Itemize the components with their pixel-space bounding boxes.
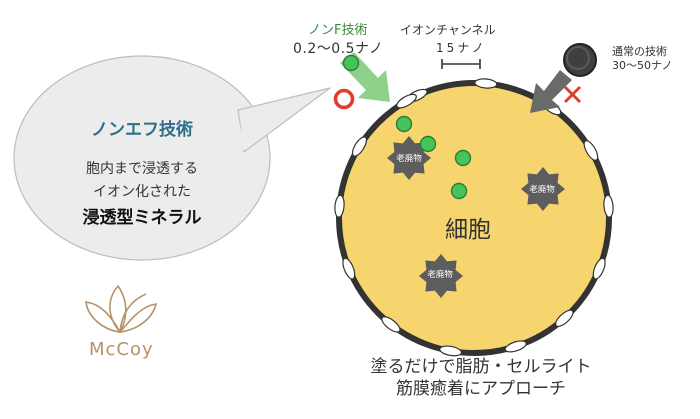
waste-label: 老廃物 [396,154,422,164]
ion-particle [450,182,468,200]
ng-mark-icon [564,86,581,103]
ion-particle [419,135,437,153]
ion-channel-gap [351,136,368,157]
ion-channel-gap [342,257,356,280]
nonf-title: ノンF技術 [308,23,368,38]
normal-particle [563,43,597,77]
normal-arrow [530,43,597,113]
nonf-particle [342,54,360,72]
ion-channel-gap [396,93,417,109]
ion-channel-title: イオンチャンネル [400,23,496,37]
ion-particles [395,115,472,200]
waste-label: 老廃物 [427,270,453,280]
ion-channel-gap [334,194,345,218]
ion-channel-gap [381,316,401,333]
ion-channel-gap [583,140,599,161]
nonf-arrow [340,52,390,102]
speech-line-1: 胞内まで浸透する [86,161,198,177]
ion-channel-gap [603,194,614,218]
waste-particle [521,167,565,211]
speech-title: ノンエフ技術 [91,120,193,140]
waste-particle [387,136,431,180]
caption-line-1: 塗るだけで脂肪・セルライト [370,357,592,377]
cell-label: 細胞 [445,217,491,243]
speech-line-3: 浸透型ミネラル [82,208,202,228]
ion-channels [334,78,614,357]
nonf-size: 0.2〜0.5ナノ [293,41,384,57]
normal-tech-title: 通常の技術 [612,45,667,58]
ion-channel-size: 15ナノ [436,41,487,55]
logo-text: McCoy [89,339,154,360]
waste-particles [387,136,565,298]
ion-particle [395,115,413,133]
ion-channel-gap [439,345,463,357]
ion-channel-gap [554,309,574,327]
waste-label: 老廃物 [529,185,555,195]
ion-channel-gap [474,78,498,89]
speech-bubble [13,55,331,261]
mccoy-logo-icon [85,284,158,334]
normal-tech-size: 30〜50ナノ [612,59,673,72]
ion-channel-gap [592,257,606,280]
ion-channel-gap [504,340,527,353]
ion-channel-bracket [441,59,481,69]
caption-line-2: 筋膜癒着にアプローチ [396,379,566,399]
speech-line-2: イオン化された [93,184,191,200]
waste-particle [419,254,463,298]
ok-mark-icon [333,88,355,110]
ion-particle [454,149,472,167]
